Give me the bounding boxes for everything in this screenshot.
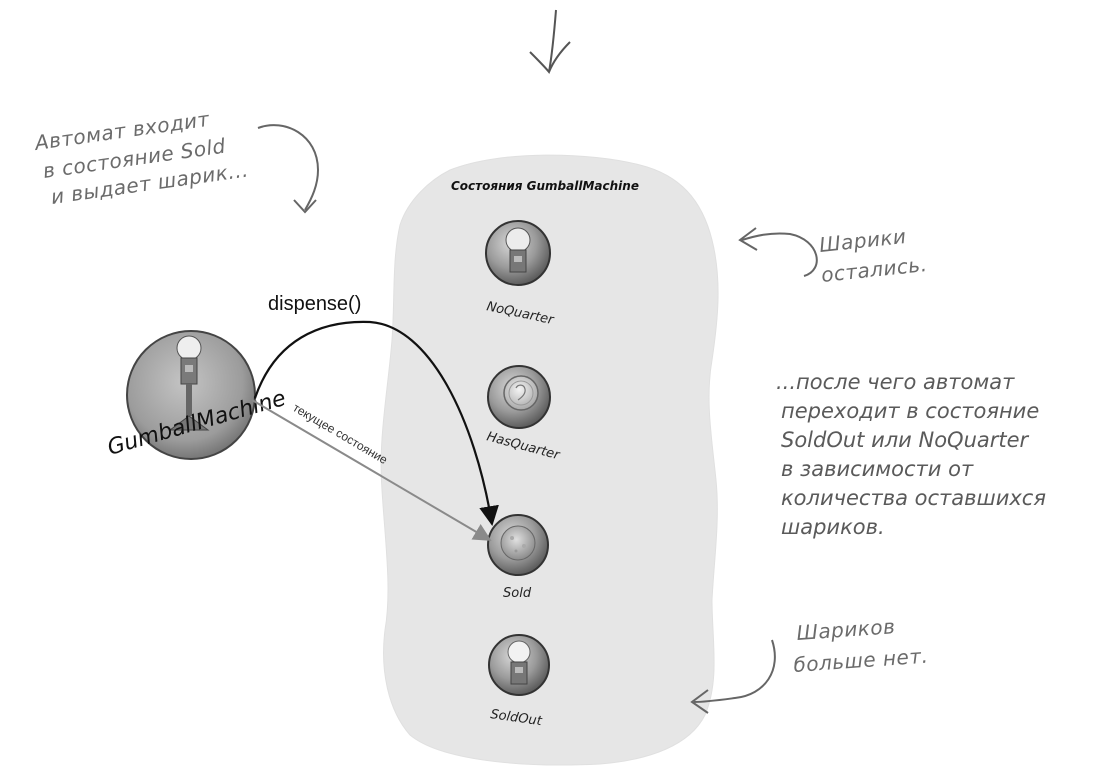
annotation-gumballs-left: Шарики остались.	[738, 224, 929, 287]
gumball-machine-icon	[168, 335, 210, 431]
annotation-after-that-line-4: в зависимости от	[781, 457, 974, 481]
empty-gumball-machine-icon	[507, 640, 531, 685]
gumball-machine-icon	[505, 227, 531, 273]
annotation-gumballs-left-line-1: Шарики	[818, 224, 907, 257]
method-call-label: dispense()	[268, 293, 361, 315]
states-panel-blob	[380, 154, 719, 766]
state-soldout: SoldOut	[488, 634, 550, 729]
quarter-coin-icon	[503, 375, 539, 411]
annotation-after-that-line-1: ...после чего автомат	[776, 370, 1015, 394]
incoming-arrow	[529, 9, 571, 74]
annotation-enters-sold-arrow	[257, 124, 320, 211]
annotation-after-that-line-6: шариков.	[781, 515, 885, 539]
gumball-icon	[500, 525, 536, 561]
state-sold: Sold	[487, 514, 549, 601]
annotation-gumballs-left-line-2: остались.	[820, 252, 928, 287]
dispense-arrow	[253, 320, 499, 526]
current-state-label: текущее состояние	[290, 401, 390, 468]
state-label-sold: Sold	[503, 586, 532, 601]
current-state-arrow	[251, 399, 492, 541]
annotation-after-that-line-2: переходит в состояние	[781, 399, 1039, 423]
annotation-no-gumballs-arrow	[693, 639, 776, 703]
states-panel-title: Состояния GumballMachine	[451, 179, 639, 193]
gumball-machine-context	[126, 330, 256, 460]
annotation-no-gumballs: Шариков больше нет.	[690, 614, 929, 714]
annotation-after-that: ...после чего автомат переходит в состоя…	[776, 370, 1046, 539]
state-label-soldout: SoldOut	[489, 707, 543, 729]
annotation-no-gumballs-line-1: Шариков	[796, 614, 896, 645]
annotation-after-that-line-3: SoldOut или NoQuarter	[781, 428, 1030, 452]
annotation-no-gumballs-line-2: больше нет.	[793, 644, 929, 677]
annotation-after-that-line-5: количества оставшихся	[781, 486, 1046, 510]
annotation-gumballs-left-arrow	[741, 232, 818, 277]
annotation-enters-sold: Автомат входит в состояние Sold и выдает…	[31, 107, 320, 214]
